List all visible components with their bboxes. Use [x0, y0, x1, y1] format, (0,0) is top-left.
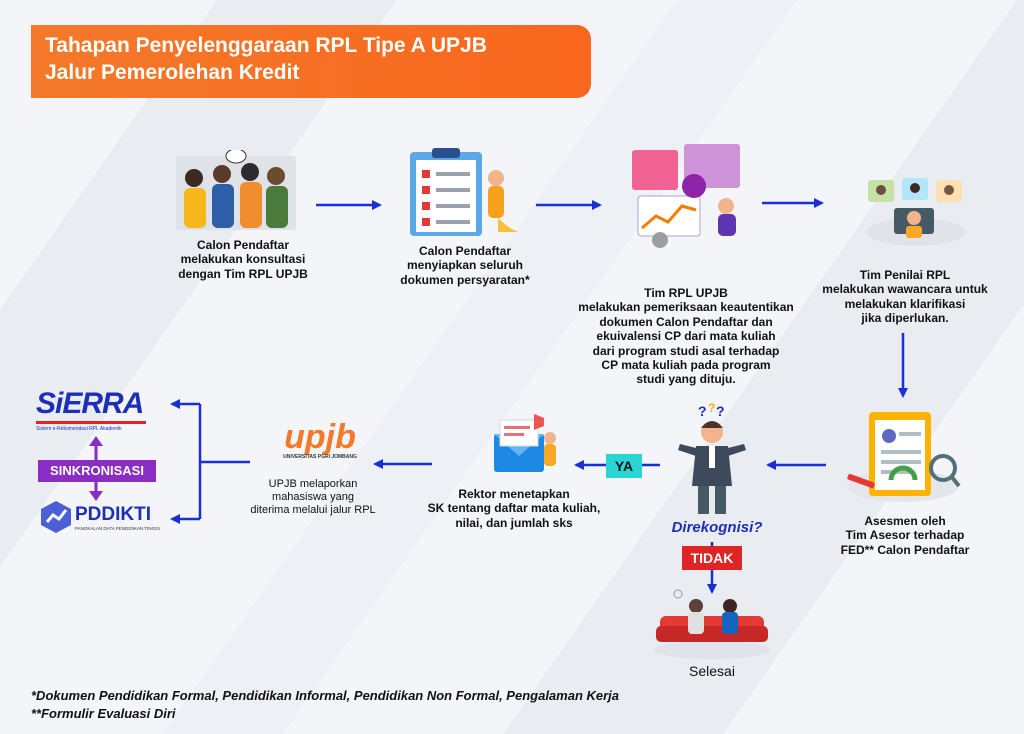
- title-line-2: Jalur Pemerolehan Kredit: [45, 61, 300, 84]
- svg-text:?: ?: [708, 401, 715, 415]
- step-decree-caption: Rektor menetapkan SK tentang daftar mata…: [427, 487, 601, 530]
- pddikti-logo-subtitle: PANGKALAN DATA PENDIDIKAN TINGGI: [75, 526, 160, 531]
- upjb-logo: upjb UNIVERSITAS PGRI JOMBANG: [270, 420, 370, 460]
- svg-text:?: ?: [716, 403, 725, 419]
- interview-illustration: [866, 178, 966, 246]
- decision-illustration: ? ? ?: [678, 401, 746, 514]
- decision-question: Direkognisi?: [671, 519, 763, 536]
- dashboard-illustration: [632, 144, 740, 248]
- step-report-caption: UPJB melaporkan mahasiswa yang diterima …: [250, 478, 376, 517]
- no-label: TIDAK: [682, 546, 742, 570]
- footnote-1: *Dokumen Pendidikan Formal, Pendidikan I…: [31, 688, 620, 703]
- sierra-logo: SiERRA Sistem e-Rekomendasi RPL Akademik: [36, 388, 164, 432]
- svg-text:?: ?: [698, 403, 707, 419]
- footnote-2: **Formulir Evaluasi Diri: [31, 706, 176, 721]
- step-docs-caption: Calon Pendaftar menyiapkan seluruh dokum…: [400, 244, 530, 287]
- consultation-illustration: [176, 150, 296, 230]
- sierra-logo-subtitle: Sistem e-Rekomendasi RPL Akademik: [36, 426, 122, 432]
- sierra-logo-swoosh: [36, 421, 146, 424]
- decree-illustration: [494, 414, 556, 472]
- checklist-illustration: [410, 148, 518, 236]
- step-assess-caption: Asesmen oleh Tim Asesor terhadap FED** C…: [840, 514, 970, 557]
- yes-label: YA: [606, 454, 642, 478]
- step-verify-caption: Tim RPL UPJB melakukan pemeriksaan keaut…: [578, 286, 794, 387]
- end-label: Selesai: [689, 663, 735, 679]
- title-line-1: Tahapan Penyelenggaraan RPL Tipe A UPJB: [45, 34, 487, 57]
- sierra-logo-text: SiERRA: [36, 387, 144, 420]
- pddikti-hex-icon: [41, 501, 71, 533]
- upjb-logo-subtitle: UNIVERSITAS PGRI JOMBANG: [283, 454, 357, 460]
- sync-badge: SINKRONISASI: [38, 460, 156, 482]
- title-banner: Tahapan Penyelenggaraan RPL Tipe A UPJB …: [31, 25, 591, 98]
- end-illustration: [654, 589, 770, 659]
- upjb-logo-text: upjb: [284, 418, 356, 456]
- assessment-illustration: [847, 412, 961, 502]
- pddikti-logo-text: PDDIKTI: [75, 504, 151, 525]
- step-interview-caption: Tim Penilai RPL melakukan wawancara untu…: [822, 268, 988, 326]
- step-consult-caption: Calon Pendaftar melakukan konsultasi den…: [178, 238, 308, 281]
